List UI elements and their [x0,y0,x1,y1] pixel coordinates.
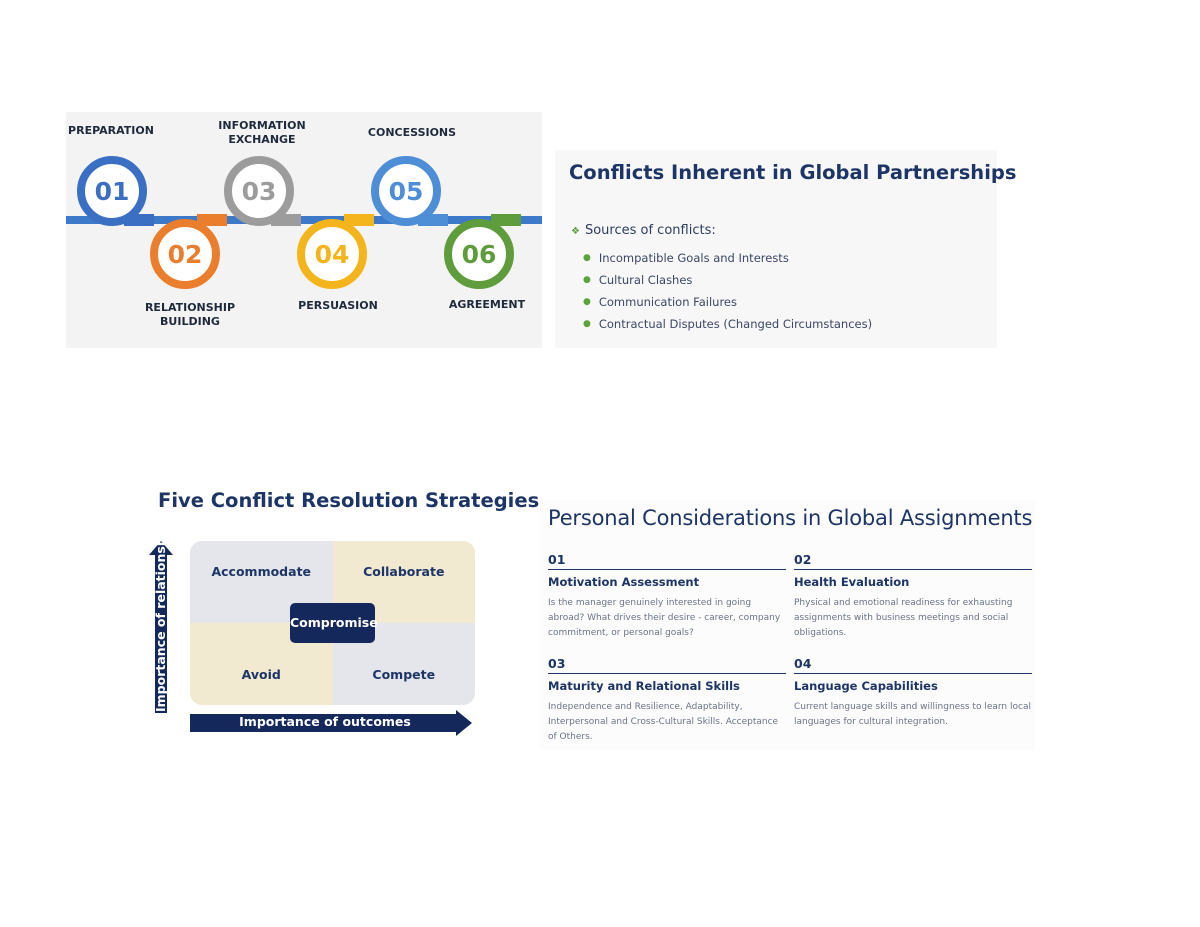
step-label-1: PREPARATION [68,124,154,137]
personal-title: Personal Considerations in Global Assign… [548,506,1033,530]
process-track [66,216,542,224]
step-connector [344,214,374,226]
step-label-2: RELATIONSHIP BUILDING [144,301,236,328]
step-ring [444,219,514,289]
collaborate-label: Collaborate [363,564,445,579]
relationship-axis-arrow [149,541,173,713]
consideration-card-01: 01 Motivation Assessment Is the manager … [548,552,786,641]
consideration-number: 04 [794,656,812,671]
step-marker-03: 03 [224,156,301,226]
step-connector [491,214,521,226]
consideration-number: 02 [794,552,812,567]
consideration-card-02: 02 Health Evaluation Physical and emotio… [794,552,1032,641]
list-item-text: Cultural Clashes [598,273,693,287]
conflicts-title: Conflicts Inherent in Global Partnership… [569,161,1017,184]
consideration-title: Motivation Assessment [548,575,700,589]
avoid-label: Avoid [241,667,281,682]
diamond-bullet-icon: ❖ [571,226,580,237]
step-ring [150,219,220,289]
step-connector [197,214,227,226]
bullet-icon: ● [583,253,591,263]
list-item: ● Cultural Clashes [583,269,872,291]
step-number: 05 [389,177,424,206]
consideration-desc: Independence and Resilience, Adaptabilit… [548,702,779,742]
compromise-box: Compromise [290,603,378,643]
consideration-title: Maturity and Relational Skills [548,679,740,693]
list-item: ● Communication Failures [583,291,872,313]
divider [548,569,786,570]
step-ring [297,219,367,289]
personal-considerations-panel: Personal Considerations in Global Assign… [540,500,1035,750]
list-item: ● Incompatible Goals and Interests [583,247,872,269]
bullet-icon: ● [583,319,591,329]
step-label-4: PERSUASION [298,299,378,312]
step-marker-05: 05 [371,156,448,226]
step-number: 06 [462,240,497,269]
negotiation-process-diagram: 01 02 03 04 05 06 PREPARATION RELATIONSHIP BU… [66,112,542,348]
consideration-desc: Is the manager genuinely interested in g… [548,598,781,638]
consideration-number: 01 [548,552,566,567]
list-item-text: Communication Failures [598,295,737,309]
step-number: 02 [168,240,203,269]
divider [794,569,1032,570]
process-graphic: 01 02 03 04 05 06 [66,156,542,289]
step-ring [371,156,441,226]
consideration-card-03: 03 Maturity and Relational Skills Indepe… [548,656,786,745]
bullet-icon: ● [583,275,591,285]
sources-label: Sources of conflicts: [584,223,716,238]
consideration-card-04: 04 Language Capabilities Current languag… [794,656,1032,730]
bullet-icon: ● [583,297,591,307]
strategies-title: Five Conflict Resolution Strategies [158,489,540,512]
outcomes-axis-arrow [190,710,472,736]
consideration-number: 03 [548,656,566,671]
step-ring [77,156,147,226]
step-label-3: INFORMATION EXCHANGE [218,119,306,146]
step-label-6: AGREEMENT [448,298,526,311]
step-number: 01 [95,177,130,206]
list-item: ● Contractual Disputes (Changed Circumsta… [583,313,872,335]
consideration-desc: Physical and emotional readiness for exh… [794,598,1013,638]
step-number: 03 [242,177,277,206]
step-number: 04 [315,240,350,269]
x-axis-label: Importance of outcomes [239,714,411,729]
sources-heading: ❖ Sources of conflicts: [571,223,716,238]
step-marker-02: 02 [150,214,227,289]
divider [794,673,1032,674]
step-marker-06: 06 [444,214,521,289]
list-item-text: Incompatible Goals and Interests [598,251,789,265]
divider [548,673,786,674]
conflict-list: ● Incompatible Goals and Interests ● Cultu… [583,247,872,335]
consideration-desc: Current language skills and willingness … [794,702,1031,727]
compete-label: Compete [372,667,436,682]
y-axis-label: Importance of relationship [153,524,168,712]
accommodate-label: Accommodate [211,564,312,579]
consideration-title: Language Capabilities [794,679,938,693]
step-label-5: CONCESSIONS [367,126,457,139]
step-marker-04: 04 [297,214,374,289]
step-marker-01: 01 [77,156,154,226]
conflicts-panel: Conflicts Inherent in Global Partnership… [555,150,1016,348]
list-item-text: Contractual Disputes (Changed Circumstan… [598,317,873,331]
step-ring [224,156,294,226]
consideration-title: Health Evaluation [794,575,910,589]
